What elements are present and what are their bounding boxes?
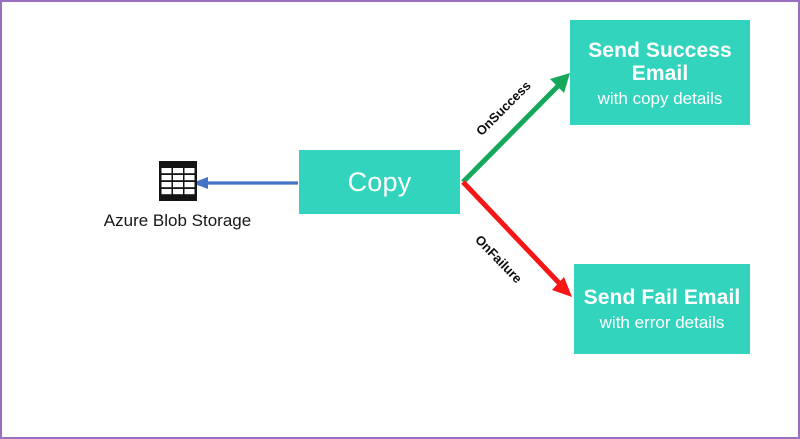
node-label-copy: Copy bbox=[347, 166, 412, 197]
node-azure-blob-storage[interactable]: Azure Blob Storage bbox=[90, 160, 265, 231]
node-label-fail-line1: Send Fail Email bbox=[583, 285, 741, 309]
node-send-fail-email[interactable]: Send Fail Email with error details bbox=[574, 264, 750, 354]
node-label-fail-line2: with error details bbox=[599, 313, 725, 333]
node-copy-activity[interactable]: Copy bbox=[299, 150, 460, 214]
azure-blob-storage-table-icon bbox=[158, 161, 197, 201]
node-label-success-line1: Send Success bbox=[588, 38, 732, 62]
node-label-azure-blob-storage: Azure Blob Storage bbox=[103, 211, 252, 230]
edge-label-on-success: OnSuccess bbox=[473, 77, 534, 139]
node-label-success-line3: with copy details bbox=[597, 89, 723, 108]
edge-label-on-failure: OnFailure bbox=[472, 232, 526, 287]
node-label-success-line2: Email bbox=[631, 62, 689, 86]
node-send-success-email[interactable]: Send Success Email with copy details bbox=[570, 20, 750, 125]
